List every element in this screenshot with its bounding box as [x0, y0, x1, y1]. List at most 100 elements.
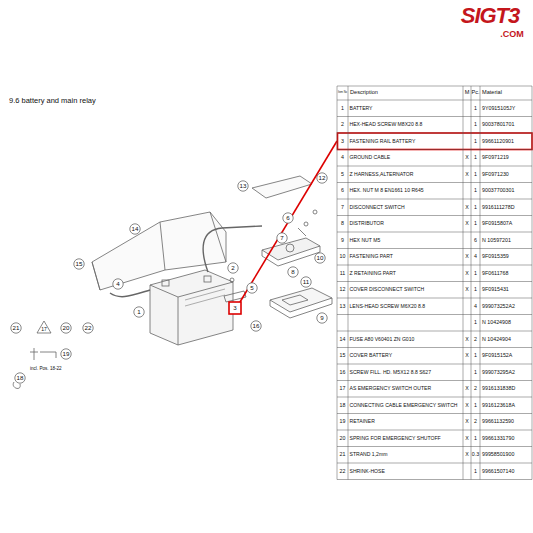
parts-table — [337, 86, 532, 480]
table-rule — [337, 463, 532, 464]
item-number: 15 — [340, 353, 346, 358]
item-number: 3 — [341, 139, 344, 144]
m-flag: X — [465, 337, 469, 342]
callout-number: 16 — [253, 323, 260, 329]
part-description: Z HARNESS,ALTERNATOR — [350, 172, 414, 177]
item-number: 21 — [340, 452, 346, 457]
table-rule — [337, 199, 532, 200]
quantity: 1 — [474, 172, 477, 177]
callout-number: 5 — [250, 285, 253, 291]
callout-number: 19 — [63, 351, 70, 357]
logo: SIGT3 — [461, 5, 520, 27]
part-description: SCREW FILL. HD. M5X12 8.8 S627 — [350, 370, 432, 375]
part-description: FASTENING RAIL BATTERY — [350, 139, 416, 144]
table-rule — [337, 149, 532, 150]
callout-number: 14 — [132, 226, 139, 232]
callout-mark — [83, 323, 93, 333]
m-flag: X — [465, 436, 469, 441]
item-number: 1 — [341, 106, 344, 111]
table-header: Pc. — [471, 90, 479, 96]
callout-mark — [288, 267, 298, 277]
callout-mark — [74, 259, 84, 269]
callout-number: 10 — [317, 255, 324, 261]
part-description: BATTERY — [350, 106, 373, 111]
m-flag: X — [465, 386, 469, 391]
callout-mark — [251, 321, 261, 331]
part-number: 9916111278D — [482, 205, 515, 210]
part-description: Z RETAINING PART — [350, 271, 396, 276]
part-number: N 10424908 — [482, 320, 511, 325]
part-description: AS EMERGENCY SWITCH OUTER — [350, 386, 432, 391]
part-number: 9F0915152A — [482, 353, 512, 358]
part-description: RETAINER — [350, 419, 375, 424]
callout-number: 7 — [280, 235, 283, 241]
leader-line — [240, 141, 337, 302]
table-rule — [337, 380, 532, 381]
part-description: FUSE A80 V60401 ZN G010 — [350, 337, 415, 342]
table-rule — [337, 265, 532, 266]
item-number: 4 — [341, 155, 344, 160]
table-header: Item No — [338, 92, 347, 95]
table-rule — [337, 446, 532, 447]
table-rule — [337, 248, 532, 249]
callout-number: 1 — [137, 309, 140, 315]
part-description: CONNECTING CABLE EMERGENCY SWITCH — [350, 403, 458, 408]
part-number: 9F0915359 — [482, 254, 509, 259]
part-number: 999073252A2 — [482, 304, 515, 309]
table-rule — [337, 397, 532, 398]
callout-mark — [228, 263, 238, 273]
table-rule — [337, 215, 532, 216]
callout-number: 9 — [320, 315, 323, 321]
table-rule — [471, 86, 472, 480]
table-rule — [463, 86, 464, 480]
quantity: 1 — [474, 287, 477, 292]
item-number: 11 — [340, 271, 346, 276]
quantity: 4 — [474, 254, 477, 259]
callout-mark — [229, 302, 241, 314]
m-flag: X — [465, 155, 469, 160]
part-description: STRAND 1,2mm — [350, 452, 388, 457]
note: incl. Pos. 18-22 — [30, 367, 62, 372]
part-number: 9F0915807A — [482, 221, 512, 226]
table-header: Description — [350, 90, 378, 96]
m-flag: X — [465, 271, 469, 276]
part-number: 99958501900 — [482, 452, 514, 457]
callout-mark — [113, 279, 123, 289]
item-number: 7 — [341, 205, 344, 210]
quantity: 1 — [474, 122, 477, 127]
item-number: 2 — [341, 122, 344, 127]
part-number: 99661132590 — [482, 419, 514, 424]
m-flag: X — [465, 353, 469, 358]
part-number: 9F0971219 — [482, 155, 509, 160]
part-number: 9F0915431 — [482, 287, 509, 292]
part-number: N 10597201 — [482, 238, 511, 243]
callout-number: 2 — [231, 265, 234, 271]
callout-mark — [315, 253, 325, 263]
quantity: 1 — [474, 139, 477, 144]
part-number: 9Y0915105JY — [482, 106, 515, 111]
table-rule — [337, 133, 532, 134]
table-rule — [337, 298, 532, 299]
quantity: 1 — [474, 106, 477, 111]
table-rule — [337, 86, 532, 87]
callout-marks — [11, 173, 327, 383]
part-number: 9916123618A — [482, 403, 515, 408]
quantity: 1 — [474, 469, 477, 474]
table-rule — [480, 86, 481, 480]
item-number: 19 — [340, 419, 346, 424]
table-rule — [337, 232, 532, 233]
quantity: 1 — [474, 271, 477, 276]
table-rule — [337, 364, 532, 365]
m-flag: X — [465, 172, 469, 177]
callout-number: 21 — [13, 325, 20, 331]
part-description: SHRINK-HOSE — [350, 469, 385, 474]
m-flag: X — [465, 254, 469, 259]
callout-number: 15 — [76, 261, 83, 267]
quantity: 1 — [474, 403, 477, 408]
item-number: 10 — [340, 254, 346, 259]
quantity: 2 — [474, 419, 477, 424]
callout-mark — [317, 313, 327, 323]
quantity: 4 — [474, 304, 477, 309]
section-title: 9.6 battery and main relay — [9, 97, 96, 105]
